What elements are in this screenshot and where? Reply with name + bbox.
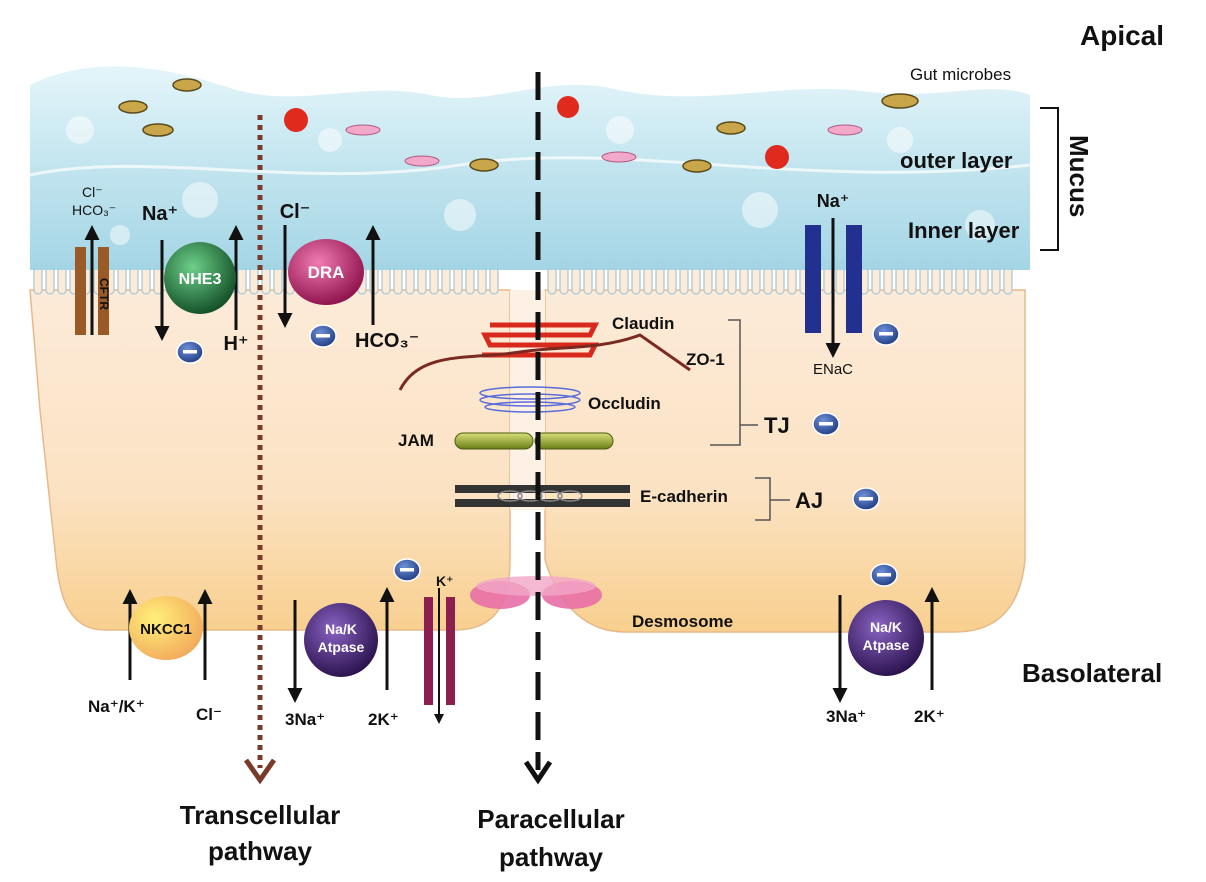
na-k-atpase-right-label-2: Atpase <box>863 637 910 653</box>
inhibition-icon <box>393 558 421 582</box>
outer-layer-label: outer layer <box>900 148 1013 173</box>
desmosome-label: Desmosome <box>632 612 733 631</box>
e-cadherin-label: E-cadherin <box>640 487 728 506</box>
inhibition-icon <box>870 563 898 587</box>
microbe-icon <box>765 145 789 169</box>
nhe3-ion-na: Na⁺ <box>142 203 178 225</box>
na-k-atpase-left: Na/K Atpase 3Na⁺ 2K⁺ <box>285 587 399 729</box>
paracellular-pathway-arrow <box>523 72 553 785</box>
e-cadherin <box>455 485 630 507</box>
dra-label: DRA <box>308 263 345 282</box>
microbe-icon <box>881 93 919 109</box>
nkcc1-transporter: NKCC1 Na⁺/K⁺ Cl⁻ <box>88 589 222 724</box>
microbe-icon <box>118 100 148 114</box>
na-k-atpase-left-label-2: Atpase <box>318 639 365 655</box>
occludin <box>479 386 581 413</box>
na-k-atpase-right-out: 3Na⁺ <box>826 707 866 726</box>
transcellular-label-2: pathway <box>208 836 313 866</box>
inhibition-icon <box>872 322 900 346</box>
microbe-icon <box>557 96 579 118</box>
enac-label: ENaC <box>813 361 853 378</box>
enac-channel: Na⁺ ENaC <box>805 191 862 378</box>
k-channel-ion: K⁺ <box>436 573 454 589</box>
microbe-icon <box>716 121 746 135</box>
claudin <box>480 322 600 358</box>
cftr-channel: CFTR Cl⁻ HCO₃⁻ <box>72 184 116 335</box>
dra-ion-hco3: HCO₃⁻ <box>355 330 419 352</box>
dra-ion-cl: Cl⁻ <box>280 201 311 223</box>
inhibition-icon <box>176 340 204 364</box>
gut-microbes <box>118 78 919 173</box>
na-k-atpase-right-label-1: Na/K <box>870 619 902 635</box>
apical-label: Apical <box>1080 20 1164 51</box>
claudin-label: Claudin <box>612 314 674 333</box>
nhe3-label: NHE3 <box>179 271 222 288</box>
inner-layer-label: Inner layer <box>908 218 1020 243</box>
gut-microbes-label: Gut microbes <box>910 65 1011 84</box>
microbe-icon <box>404 155 440 167</box>
dra-transporter: DRA Cl⁻ HCO₃⁻ <box>277 201 419 352</box>
basolateral-label: Basolateral <box>1022 658 1162 688</box>
nhe3-transporter: NHE3 Na⁺ H⁺ <box>142 203 249 355</box>
cftr-ion-hco3: HCO₃⁻ <box>72 202 116 218</box>
na-k-atpase-left-out: 3Na⁺ <box>285 710 325 729</box>
na-k-atpase-right-in: 2K⁺ <box>914 707 945 726</box>
zo1-label: ZO-1 <box>686 350 725 369</box>
na-k-atpase-right: Na/K Atpase 3Na⁺ 2K⁺ <box>826 587 945 726</box>
k-channel: K⁺ <box>424 573 455 724</box>
jam <box>454 432 614 450</box>
occludin-label: Occludin <box>588 394 661 413</box>
mucus-label: Mucus <box>1064 135 1094 217</box>
zo1-protein <box>398 333 691 391</box>
paracellular-label-1: Paracellular <box>477 804 624 834</box>
jam-label: JAM <box>398 431 434 450</box>
mucus-layer <box>30 66 1030 270</box>
nkcc1-label: NKCC1 <box>140 621 192 638</box>
transcellular-pathway-arrow <box>243 115 277 785</box>
inhibition-icon <box>812 412 840 436</box>
na-k-atpase-left-label-1: Na/K <box>325 621 357 637</box>
cftr-ion-cl: Cl⁻ <box>82 184 103 200</box>
cftr-label: CFTR <box>97 278 111 310</box>
aj-bracket <box>755 477 790 521</box>
microbe-icon <box>601 151 637 163</box>
nkcc1-ion-cl: Cl⁻ <box>196 705 222 724</box>
tj-label: TJ <box>764 413 790 438</box>
mucus-bubbles <box>66 116 995 245</box>
transcellular-label-1: Transcellular <box>180 800 340 830</box>
inhibition-symbols <box>176 322 900 587</box>
nkcc1-ion-nak: Na⁺/K⁺ <box>88 697 145 716</box>
inhibition-icon <box>309 324 337 348</box>
tj-bracket <box>710 319 758 446</box>
mucus-bracket <box>1040 107 1059 251</box>
microbe-icon <box>284 108 308 132</box>
aj-label: AJ <box>795 488 823 513</box>
microbe-icon <box>469 158 499 172</box>
inhibition-icon <box>852 487 880 511</box>
microbe-icon <box>172 78 202 92</box>
desmosome <box>470 576 602 609</box>
microbe-icon <box>827 124 863 136</box>
microbe-icon <box>345 124 381 136</box>
paracellular-label-2: pathway <box>499 842 604 872</box>
enac-ion-na: Na⁺ <box>817 191 850 211</box>
na-k-atpase-left-in: 2K⁺ <box>368 710 399 729</box>
microbe-icon <box>142 123 174 137</box>
microbe-icon <box>682 159 712 173</box>
nhe3-ion-h: H⁺ <box>224 333 249 355</box>
